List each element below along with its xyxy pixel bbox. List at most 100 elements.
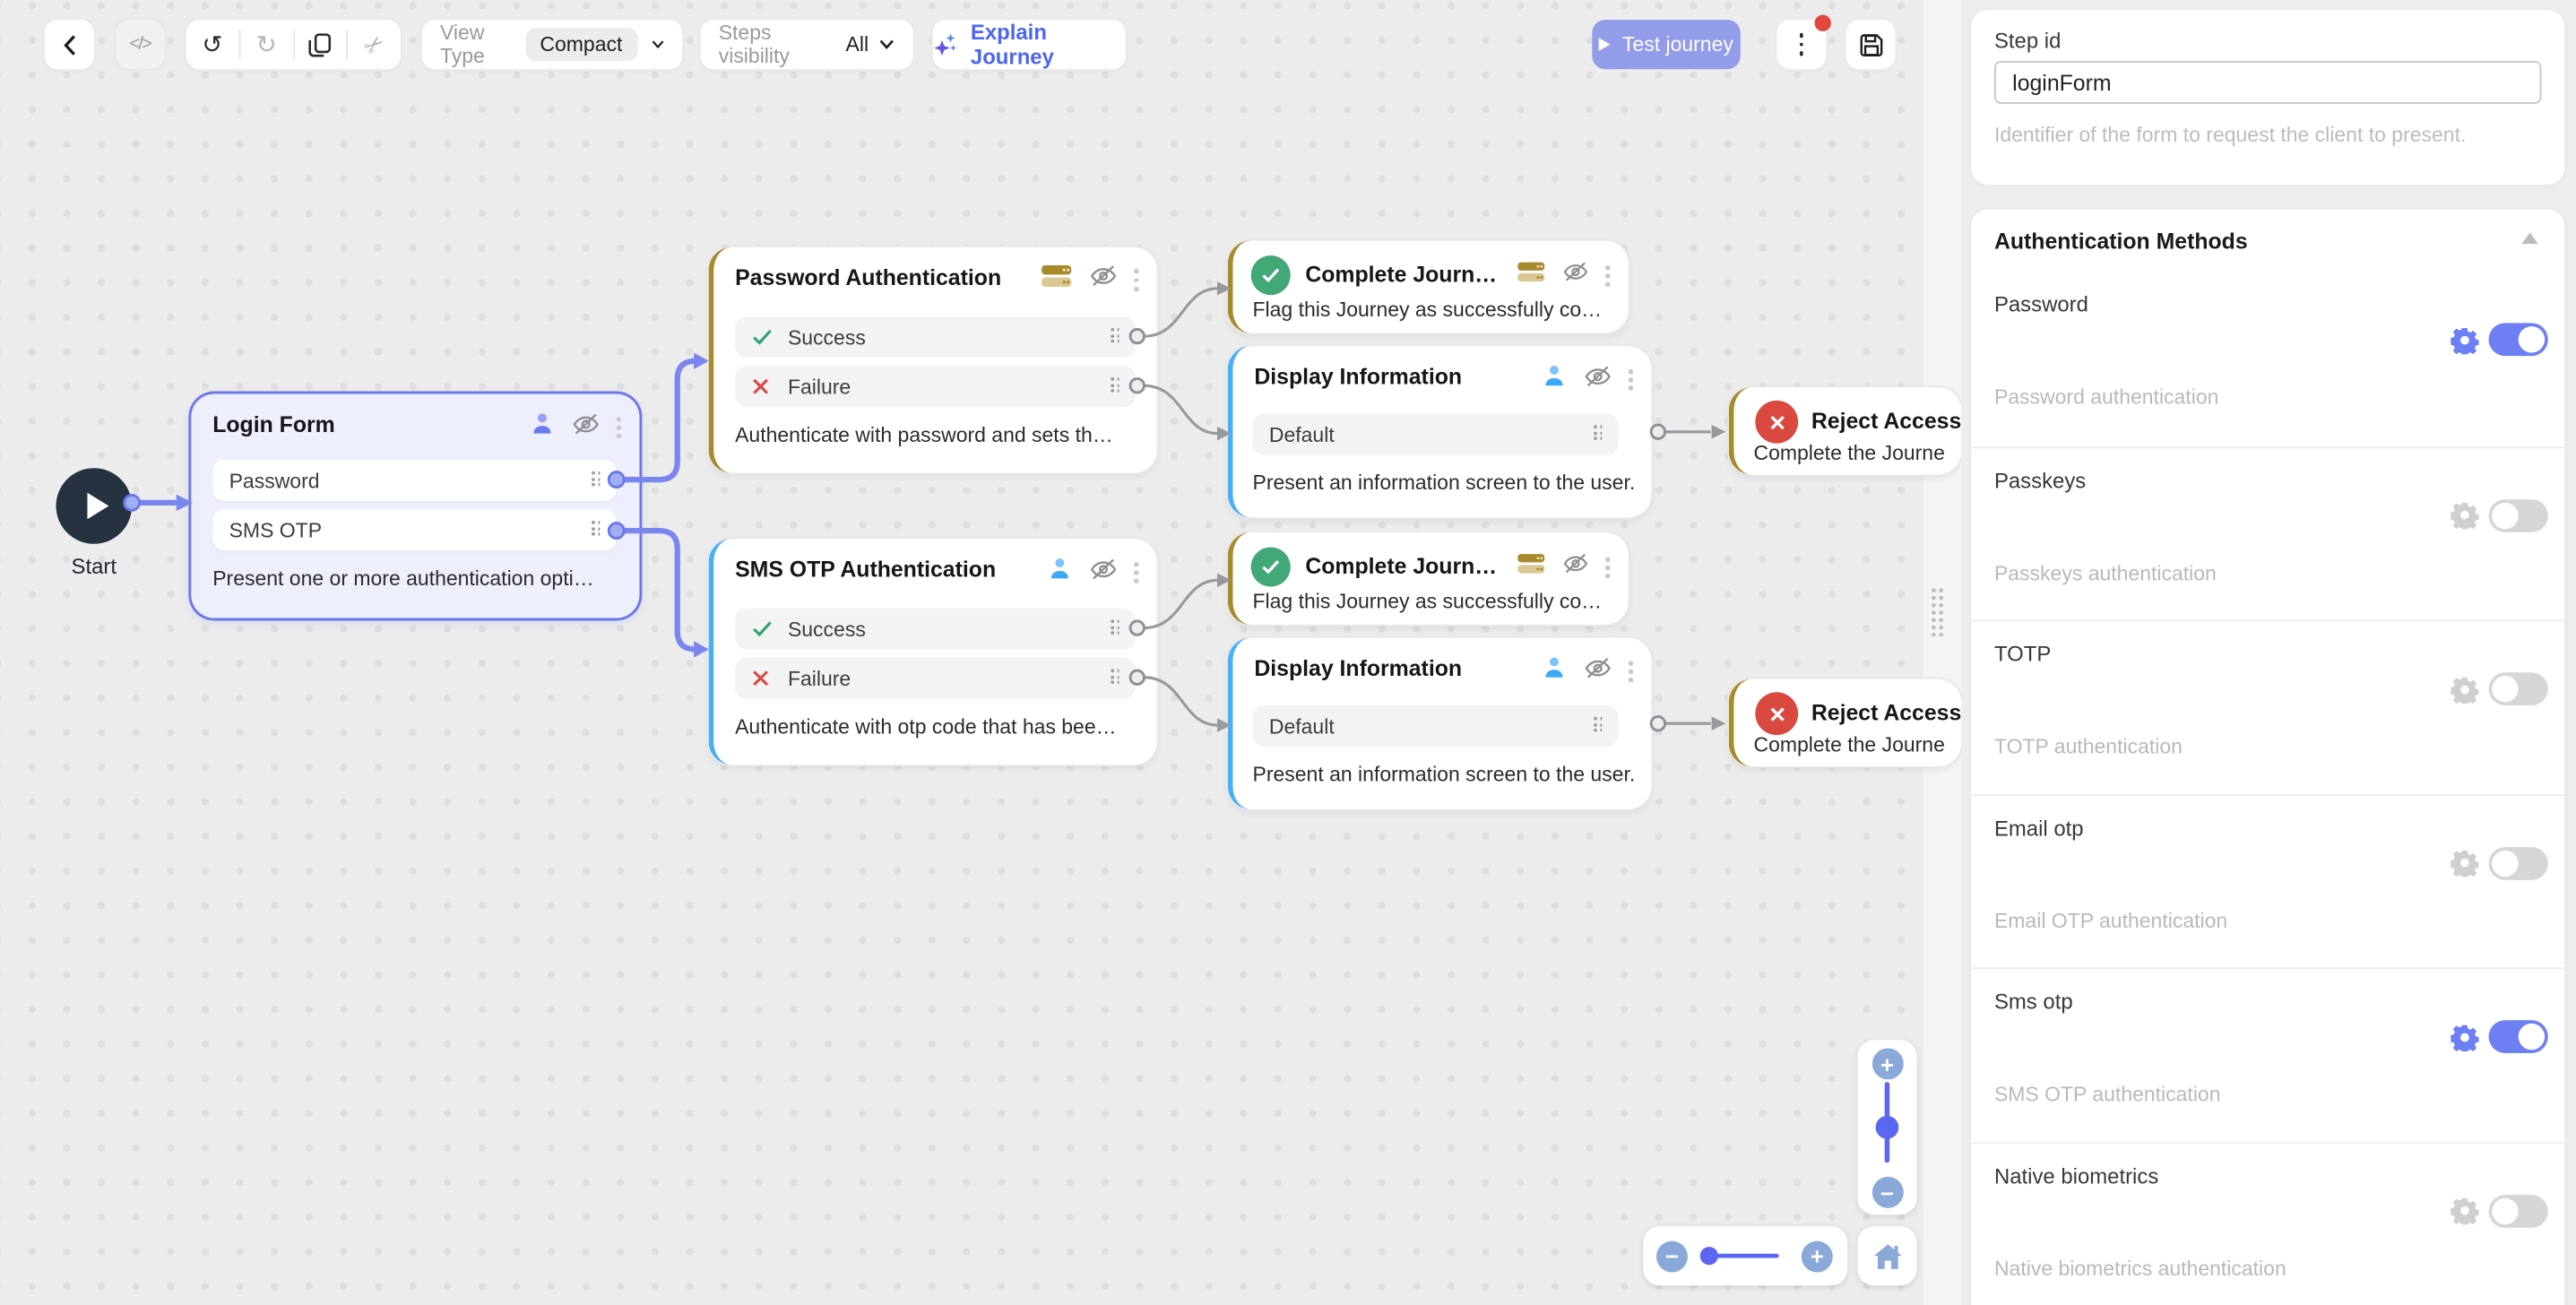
method-toggle[interactable]: [2488, 498, 2548, 532]
explain-journey-button[interactable]: Explain Journey: [932, 20, 1126, 70]
zoom-slider[interactable]: [1857, 1040, 1916, 1214]
node-login-form[interactable]: Login Form Password SMS OTP Present one …: [191, 393, 640, 618]
node-description: Present an information screen to the use…: [1252, 763, 1636, 787]
start-node[interactable]: [56, 468, 133, 544]
redo-button[interactable]: ↻: [255, 30, 277, 60]
exit-row-sms-otp[interactable]: SMS OTP: [212, 509, 617, 551]
node-menu-icon[interactable]: [1605, 264, 1611, 288]
node-description: Flag this Journey as successfully co…: [1252, 298, 1603, 322]
eye-off-icon[interactable]: [1090, 264, 1118, 297]
credential-card-icon: [1517, 552, 1546, 583]
node-description: Complete the Journe: [1753, 441, 1945, 465]
drag-handle-icon[interactable]: [1594, 717, 1605, 734]
zoom-out-button[interactable]: −: [1655, 1240, 1688, 1272]
horizontal-zoom-widget: − +: [1643, 1226, 1848, 1286]
drag-handle-icon[interactable]: [592, 471, 603, 488]
method-toggle[interactable]: [2488, 1020, 2548, 1053]
exit-row-default[interactable]: Default: [1252, 413, 1619, 455]
node-menu-icon[interactable]: [1629, 660, 1634, 683]
auth-method-passkeys: Passkeys Passkeys authentication: [1971, 445, 2565, 619]
node-sms-otp-authentication[interactable]: SMS OTP Authentication Success Failure: [708, 539, 1157, 765]
node-title: Display Information: [1254, 364, 1463, 389]
eye-off-icon[interactable]: [1563, 552, 1589, 583]
test-journey-label: Test journey: [1621, 32, 1733, 56]
node-reject-access[interactable]: Reject Access Complete the Journe: [1728, 678, 1962, 767]
drag-handle-icon[interactable]: [1111, 619, 1122, 637]
node-menu-icon[interactable]: [617, 416, 622, 439]
drag-handle-icon[interactable]: [1111, 377, 1122, 395]
authentication-methods-card: Authentication Methods Password Password…: [1971, 209, 2565, 1305]
node-password-authentication[interactable]: Password Authentication Success Failure: [708, 246, 1157, 473]
method-toggle[interactable]: [2488, 323, 2548, 357]
panel-resize-gutter[interactable]: [1923, 0, 1962, 1305]
method-label: Native biometrics: [1993, 1162, 2159, 1188]
node-menu-icon[interactable]: [1134, 269, 1139, 291]
save-button[interactable]: [1846, 20, 1896, 70]
gear-icon[interactable]: [2451, 325, 2479, 354]
view-type-control[interactable]: View Type Compact: [421, 20, 683, 70]
drag-handle-icon[interactable]: [592, 521, 603, 539]
success-check-icon: [1250, 547, 1291, 587]
steps-visibility-control[interactable]: Steps visibility All: [700, 20, 913, 70]
drag-handle-icon[interactable]: [1111, 670, 1122, 687]
node-complete-journey[interactable]: Complete Journ… Flag this Journey as suc…: [1227, 532, 1629, 625]
gear-icon[interactable]: [2451, 1023, 2479, 1051]
view-type-value-chip[interactable]: Compact: [524, 28, 637, 62]
node-menu-icon[interactable]: [1629, 368, 1634, 392]
panel-resize-handle-icon[interactable]: [1930, 586, 1945, 636]
node-menu-icon[interactable]: [1605, 557, 1611, 579]
cut-button[interactable]: ✂: [358, 27, 390, 61]
drag-handle-icon[interactable]: [1594, 425, 1605, 443]
eye-off-icon[interactable]: [1090, 557, 1118, 590]
steps-visibility-value: All: [845, 32, 869, 56]
method-description: Password authentication: [1993, 385, 2219, 410]
method-description: Passkeys authentication: [1993, 561, 2217, 584]
eye-off-icon[interactable]: [1563, 261, 1589, 292]
exit-row-failure[interactable]: Failure: [735, 657, 1136, 699]
eye-off-icon[interactable]: [1584, 655, 1612, 688]
exit-row-failure[interactable]: Failure: [735, 366, 1136, 408]
zoom-in-button[interactable]: +: [1801, 1240, 1833, 1272]
fit-view-button[interactable]: [1857, 1226, 1917, 1286]
copy-button[interactable]: [294, 20, 346, 69]
undo-button[interactable]: ↺: [202, 30, 223, 60]
code-view-button[interactable]: </>: [115, 20, 165, 70]
gear-icon[interactable]: [2451, 1197, 2479, 1225]
gear-icon[interactable]: [2451, 501, 2479, 530]
method-toggle[interactable]: [2488, 1194, 2548, 1227]
exit-row-success[interactable]: Success: [735, 608, 1136, 650]
node-menu-icon[interactable]: [1134, 561, 1139, 584]
zoom-in-button[interactable]: +: [1871, 1048, 1903, 1080]
node-title: Login Form: [212, 411, 335, 437]
node-description: Present one or more authentication opti…: [212, 566, 594, 591]
eye-off-icon[interactable]: [572, 411, 600, 445]
step-id-input[interactable]: [1993, 61, 2542, 104]
node-display-information[interactable]: Display Information Default Present an i…: [1227, 346, 1652, 518]
eye-off-icon[interactable]: [1584, 363, 1612, 396]
drag-handle-icon[interactable]: [1111, 328, 1122, 345]
flow-canvas[interactable]: Start Login Form Password SMS OTP: [0, 0, 1962, 1305]
test-journey-button[interactable]: Test journey: [1592, 20, 1741, 70]
collapse-icon[interactable]: [2521, 232, 2538, 245]
zoom-out-button[interactable]: −: [1871, 1176, 1903, 1208]
method-toggle[interactable]: [2488, 672, 2548, 706]
method-toggle[interactable]: [2488, 846, 2548, 879]
node-description: Authenticate with password and sets th…: [735, 423, 1113, 447]
exit-row-default[interactable]: Default: [1252, 705, 1619, 747]
node-reject-access[interactable]: Reject Access Complete the Journe: [1728, 387, 1962, 475]
node-title: Reject Access: [1811, 700, 1962, 726]
back-button[interactable]: [44, 20, 94, 70]
chevron-left-icon: [63, 34, 75, 55]
zoom-slider[interactable]: [1643, 1226, 1847, 1285]
node-complete-journey[interactable]: Complete Journ… Flag this Journey as suc…: [1227, 240, 1629, 333]
method-description: TOTP authentication: [1993, 735, 2183, 758]
exit-row-password[interactable]: Password: [212, 460, 617, 501]
node-display-information[interactable]: Display Information Default Present an i…: [1227, 637, 1652, 809]
step-id-help-text: Identifier of the form to request the cl…: [1993, 123, 2467, 147]
node-title: Display Information: [1254, 655, 1463, 681]
exit-row-success[interactable]: Success: [735, 316, 1136, 359]
node-title: Reject Access: [1811, 409, 1962, 434]
gear-icon[interactable]: [2451, 849, 2479, 877]
node-description: Present an information screen to the use…: [1252, 471, 1636, 495]
gear-icon[interactable]: [2451, 675, 2479, 704]
